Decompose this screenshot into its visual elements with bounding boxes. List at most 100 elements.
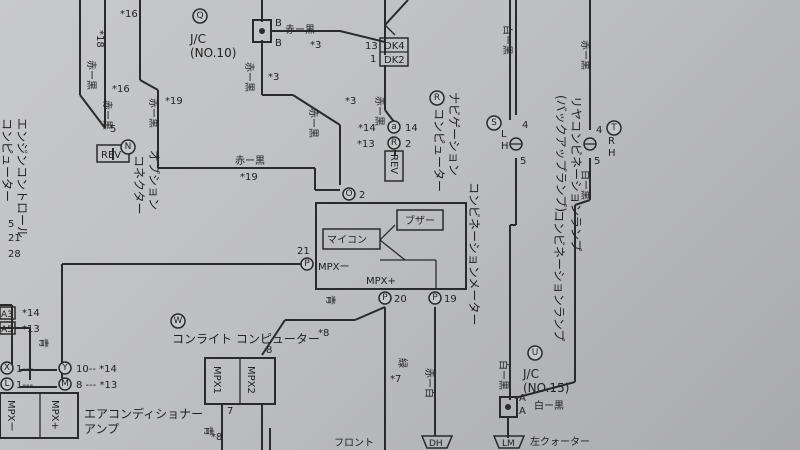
star8-b: *8 <box>211 432 222 443</box>
rev-r-label: REV <box>388 154 399 174</box>
pin-n <box>120 139 136 155</box>
shiro-kuro-mid: 白ー黒 <box>497 360 510 390</box>
akakuro-r: 赤ー黒 <box>579 40 591 70</box>
aircon-name-line2: アンプ <box>84 422 119 436</box>
p-pin-label-21: P <box>304 259 310 269</box>
mpx2-label: MPX2 <box>245 366 256 394</box>
star13-b: *13 <box>22 324 40 335</box>
akakuro-v2: 赤ー黒 <box>101 100 113 130</box>
x-pin-label: X <box>4 363 10 373</box>
star16-a: *16 <box>120 9 138 20</box>
a-bottom-label: A <box>519 406 526 417</box>
p20-label: 20 <box>394 294 407 305</box>
akakuro-top: 赤ー黒 <box>285 24 315 36</box>
pin-o <box>342 187 356 201</box>
mpx1-label: MPX1 <box>211 366 222 394</box>
jc15-name: J/C <box>522 367 539 381</box>
o2-label: 2 <box>359 190 365 201</box>
lm-label: LM <box>502 439 515 449</box>
shiro-kuro-h: 白ー黒 <box>534 399 564 412</box>
combo-meter-name: コンビネーションメーター <box>467 182 481 325</box>
n2-label: 2 <box>405 139 411 150</box>
jc10-junction-dot <box>259 28 265 34</box>
star16-b: *16 <box>112 84 130 95</box>
n1-label: 1 <box>370 54 376 65</box>
pin-p-21 <box>300 257 314 271</box>
star3-mid: *3 <box>268 72 279 83</box>
akakuro-v3: 赤ー黒 <box>147 98 159 128</box>
n14-label: 14 <box>405 123 418 134</box>
pin-t <box>606 120 622 136</box>
p19-label: 19 <box>444 294 457 305</box>
engine-name-line2: コンピューター <box>0 118 14 202</box>
sei-b: 緑 <box>396 358 409 368</box>
star8-a: *8 <box>318 328 329 339</box>
left-quarter-label: 左クォーター <box>530 435 590 448</box>
rh-r: R <box>608 136 615 147</box>
pin-circles <box>0 8 622 391</box>
aka-shiro: 赤ー白 <box>423 368 436 398</box>
pin-r <box>387 136 401 150</box>
w-letter-label: W <box>174 316 183 326</box>
l-line-label: 1--- <box>16 380 34 391</box>
n8-label: 8 <box>266 345 272 356</box>
n13-label: 13 <box>365 41 378 52</box>
akakuro-v4: 赤ー黒 <box>243 62 255 92</box>
b-bottom-label: B <box>275 38 282 49</box>
option-name-line2: コネクター <box>132 155 146 215</box>
jc10-number: (NO.10) <box>190 46 236 60</box>
a5-label: A5 <box>1 325 13 335</box>
dk4-label: DK4 <box>384 41 405 52</box>
vertical-labels: *18 赤ー黒 赤ー黒 赤ー黒 赤ー黒 赤ー黒 赤ー黒 REV ナビゲーション … <box>0 25 592 436</box>
shiro-kuro-r: 白ー黒 <box>579 170 592 200</box>
n21-left: 21 <box>8 233 21 244</box>
l-pin-label: L <box>4 379 9 389</box>
o-pin-label: O <box>345 189 352 199</box>
dh-connector <box>420 435 454 449</box>
option-name-line1: オプション <box>147 150 161 210</box>
q-label: Q <box>196 11 203 21</box>
jc15-junction-dot <box>505 404 511 410</box>
akakuro-v5: 赤ー黒 <box>307 108 319 138</box>
akakuro-nav: 赤ー黒 <box>373 96 385 126</box>
maicon-label: マイコン <box>327 235 367 246</box>
sei-a: 青 <box>324 295 337 305</box>
star18: *18 <box>94 30 105 48</box>
maicon-box <box>322 228 381 250</box>
n21-meter: 21 <box>297 246 310 257</box>
s-letter-label: S <box>491 118 497 128</box>
shiro-kuro-v: 白ー黒 <box>501 25 514 55</box>
r-letter-label: R <box>434 93 440 103</box>
m-line-label: 8 --- *13 <box>76 380 117 391</box>
star3-mid2: *3 <box>345 96 356 107</box>
pin-u <box>527 345 543 361</box>
rear-combo-line2: (バックアップランプ) <box>554 95 568 212</box>
p-pin-label-19: P <box>432 293 438 303</box>
rev-n-label: REV <box>101 150 121 161</box>
jc15-junction-box <box>499 396 518 418</box>
pin-m <box>58 377 72 391</box>
r-pin-label: R <box>391 138 397 148</box>
n28-left: 28 <box>8 249 21 260</box>
sei-c: 青 <box>202 426 215 436</box>
dh-label: DH <box>429 439 443 449</box>
jc15-number: (NO.15) <box>523 381 569 395</box>
a3-connector <box>0 306 16 320</box>
star19-a: *19 <box>165 96 183 107</box>
lh-l: L <box>501 129 507 140</box>
pin-l <box>0 377 14 391</box>
star19-b: *19 <box>240 172 258 183</box>
lamp-lh-icon <box>509 137 523 151</box>
mpx-plus-label: MPX+ <box>366 276 396 287</box>
n4-right-lamp: 4 <box>596 125 602 136</box>
pin-p-20 <box>378 291 392 305</box>
aircon-name-line1: エアコンディショナー <box>84 406 203 421</box>
pin-x <box>0 361 14 375</box>
pin-s <box>486 115 502 131</box>
b-top-label: B <box>275 18 282 29</box>
a5-connector <box>0 321 16 335</box>
n5-rev: 5 <box>110 124 116 135</box>
mpx-minus-label: MPXー <box>318 262 350 273</box>
n5-left: 5 <box>8 219 14 230</box>
